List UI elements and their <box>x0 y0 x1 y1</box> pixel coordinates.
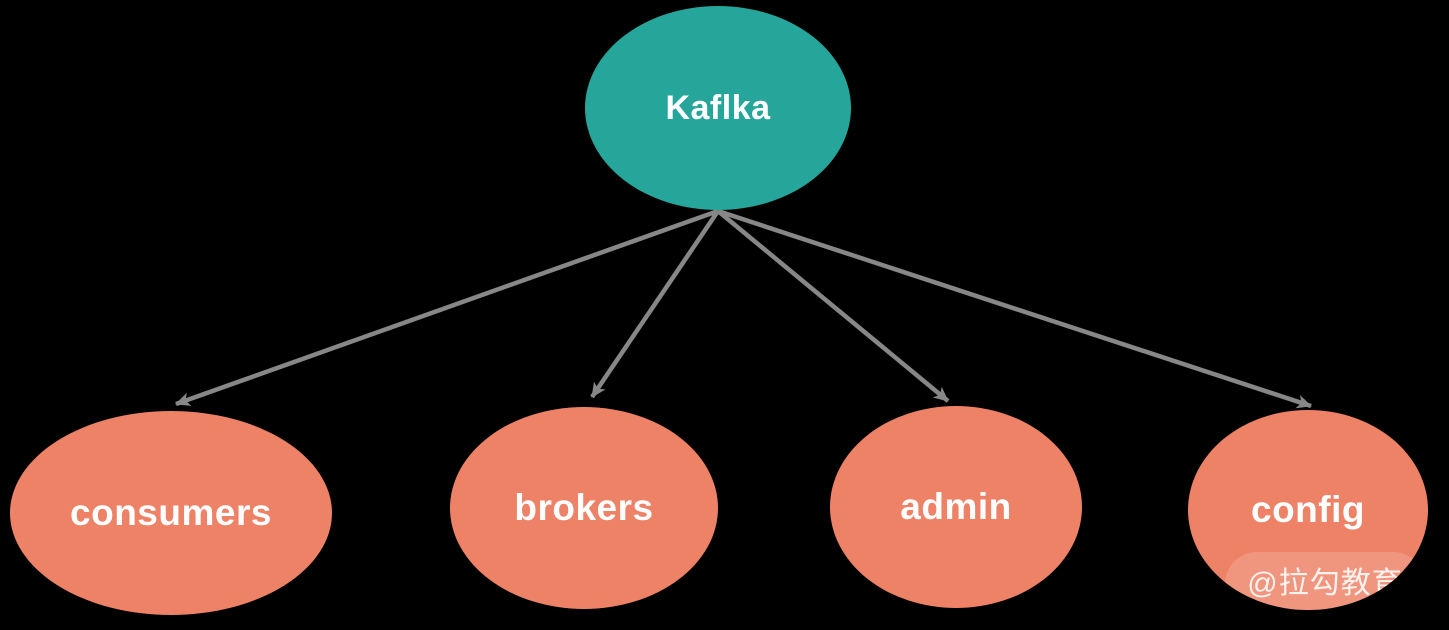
node-admin-label: admin <box>900 486 1012 527</box>
node-kafka: Kaflka <box>585 6 851 210</box>
node-config: config @拉勾教育 <box>1188 410 1428 610</box>
node-config-label: config <box>1251 489 1365 530</box>
node-brokers-label: brokers <box>514 487 654 528</box>
arrow-kafka-to-admin <box>716 209 950 403</box>
node-consumers-label: consumers <box>70 492 272 533</box>
node-consumers: consumers <box>10 411 332 615</box>
arrow-kafka-to-brokers <box>590 209 720 399</box>
arrow-kafka-to-consumers <box>175 208 719 407</box>
arrow-kafka-to-config <box>717 208 1312 409</box>
node-admin: admin <box>830 406 1082 608</box>
watermark-text: @拉勾教育 <box>1247 567 1403 600</box>
node-brokers: brokers <box>450 407 718 609</box>
watermark-pill: @拉勾教育 <box>1225 552 1425 610</box>
node-kafka-label: Kaflka <box>665 88 771 127</box>
